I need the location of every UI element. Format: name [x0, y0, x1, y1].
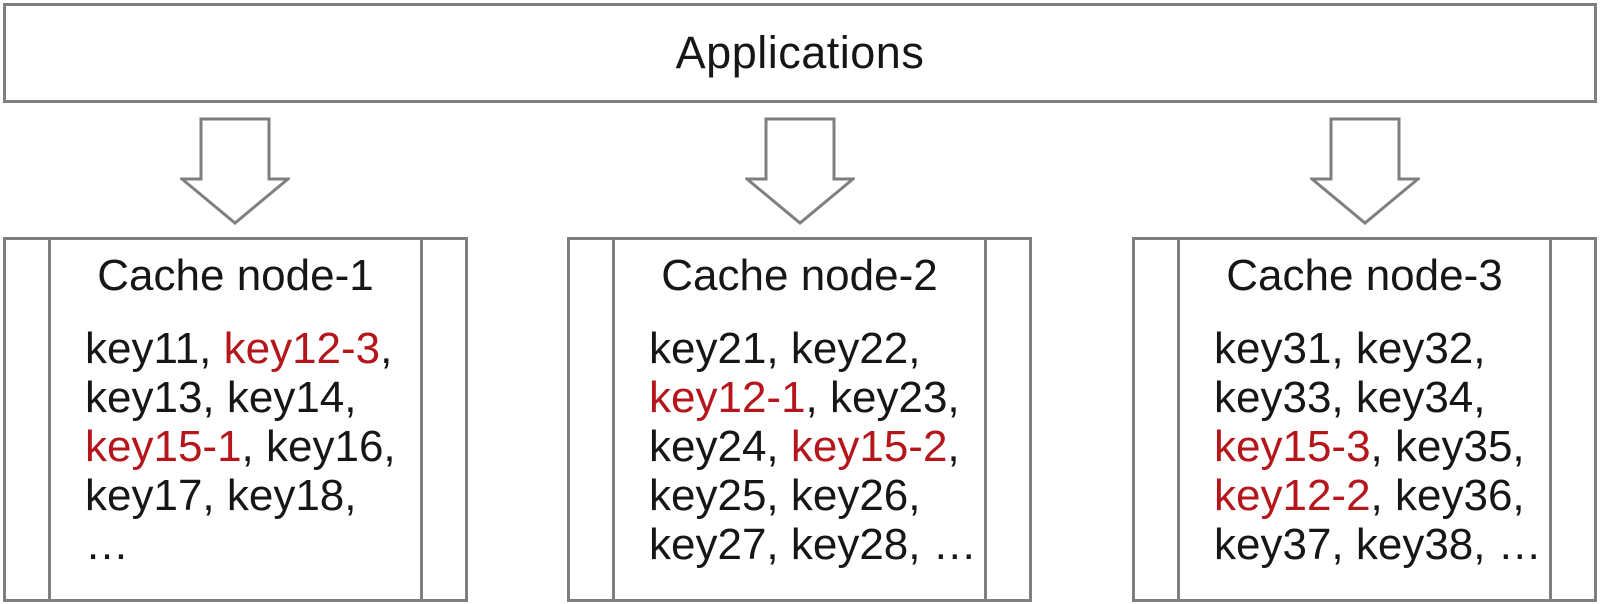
node-right-edge-strip: [984, 240, 987, 599]
key-text: , key36,: [1370, 471, 1525, 520]
key-text: key31, key32,: [1214, 324, 1486, 373]
key-lines: key11, key12-3,key13, key14,key15-1, key…: [85, 324, 415, 569]
key-line: key33, key34,: [1214, 373, 1544, 422]
key-line: key11, key12-3,: [85, 324, 415, 373]
key-text: , key23,: [805, 373, 960, 422]
key-text: key25, key26,: [649, 471, 921, 520]
key-text: ,: [380, 324, 393, 373]
node-left-edge-strip: [1177, 240, 1180, 599]
key-lines: key21, key22,key12-1, key23,key24, key15…: [649, 324, 979, 569]
node-left-edge-strip: [48, 240, 51, 599]
key-line: key15-3, key35,: [1214, 422, 1544, 471]
key-text: key24,: [649, 422, 791, 471]
cache-node-1-box: Cache node-1 key11, key12-3,key13, key14…: [3, 237, 468, 602]
relocated-key: key12-1: [649, 373, 806, 422]
key-text: key33, key34,: [1214, 373, 1486, 422]
applications-label: Applications: [675, 27, 925, 78]
node-right-edge-strip: [1549, 240, 1552, 599]
key-line: key12-1, key23,: [649, 373, 979, 422]
key-text: key13, key14,: [85, 373, 357, 422]
key-text: key11,: [85, 324, 224, 373]
key-text: , key35,: [1370, 422, 1525, 471]
key-line: key31, key32,: [1214, 324, 1544, 373]
key-line: key25, key26,: [649, 471, 979, 520]
key-text: …: [85, 520, 129, 569]
key-line: key12-2, key36,: [1214, 471, 1544, 520]
node-title: Cache node-1: [97, 251, 374, 300]
relocated-key: key12-3: [223, 324, 381, 373]
relocated-key: key15-2: [790, 422, 948, 471]
key-text: key37, key38, …: [1214, 520, 1542, 569]
down-arrow-icon: [180, 117, 290, 225]
relocated-key: key15-3: [1214, 422, 1371, 471]
key-text: key21, key22,: [649, 324, 921, 373]
key-line: key21, key22,: [649, 324, 979, 373]
key-line: key17, key18,: [85, 471, 415, 520]
cache-node-3-box: Cache node-3 key31, key32,key33, key34,k…: [1132, 237, 1597, 602]
key-line: …: [85, 520, 415, 569]
down-arrow-icon: [1310, 117, 1420, 225]
cache-node-2-box: Cache node-2 key21, key22,key12-1, key23…: [567, 237, 1032, 602]
key-line: key24, key15-2,: [649, 422, 979, 471]
key-line: key15-1, key16,: [85, 422, 415, 471]
key-text: , key16,: [241, 422, 396, 471]
key-lines: key31, key32,key33, key34,key15-3, key35…: [1214, 324, 1544, 569]
key-line: key27, key28, …: [649, 520, 979, 569]
node-right-edge-strip: [420, 240, 423, 599]
node-title: Cache node-2: [661, 251, 938, 300]
key-line: key37, key38, …: [1214, 520, 1544, 569]
down-arrow-icon: [745, 117, 855, 225]
key-line: key13, key14,: [85, 373, 415, 422]
relocated-key: key15-1: [85, 422, 242, 471]
node-title: Cache node-3: [1226, 251, 1503, 300]
key-text: key27, key28, …: [649, 520, 977, 569]
relocated-key: key12-2: [1214, 471, 1371, 520]
key-text: ,: [947, 422, 960, 471]
applications-box: Applications: [3, 3, 1597, 103]
key-text: key17, key18,: [85, 471, 357, 520]
node-left-edge-strip: [612, 240, 615, 599]
